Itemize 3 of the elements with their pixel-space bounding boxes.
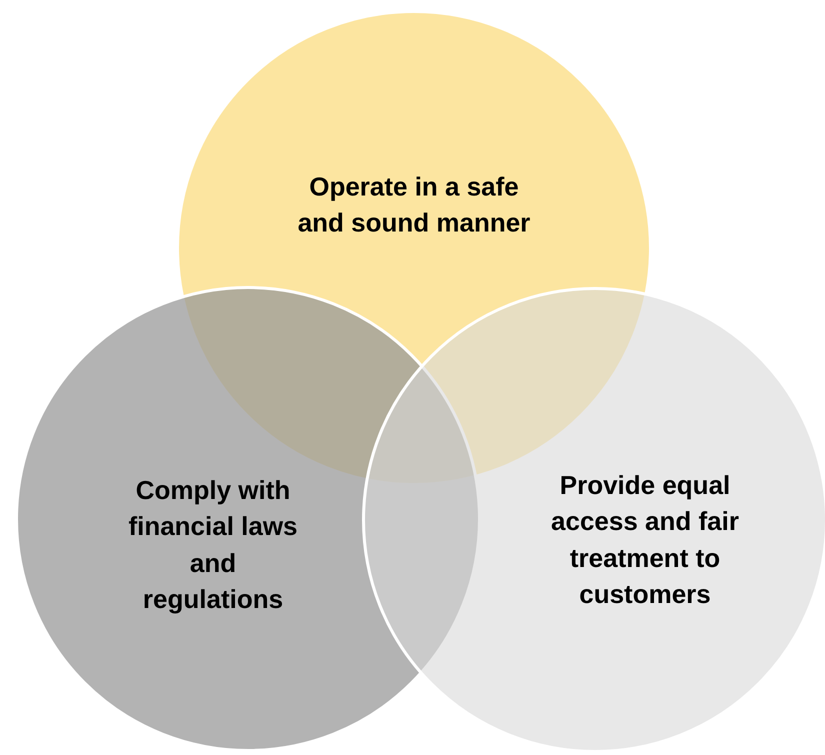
circle-label: Comply with financial laws and regulations	[127, 474, 299, 616]
circle-label: Provide equal access and fair treatment to customers	[550, 469, 740, 612]
circle-label: Operate in a safe and sound manner	[296, 170, 532, 240]
